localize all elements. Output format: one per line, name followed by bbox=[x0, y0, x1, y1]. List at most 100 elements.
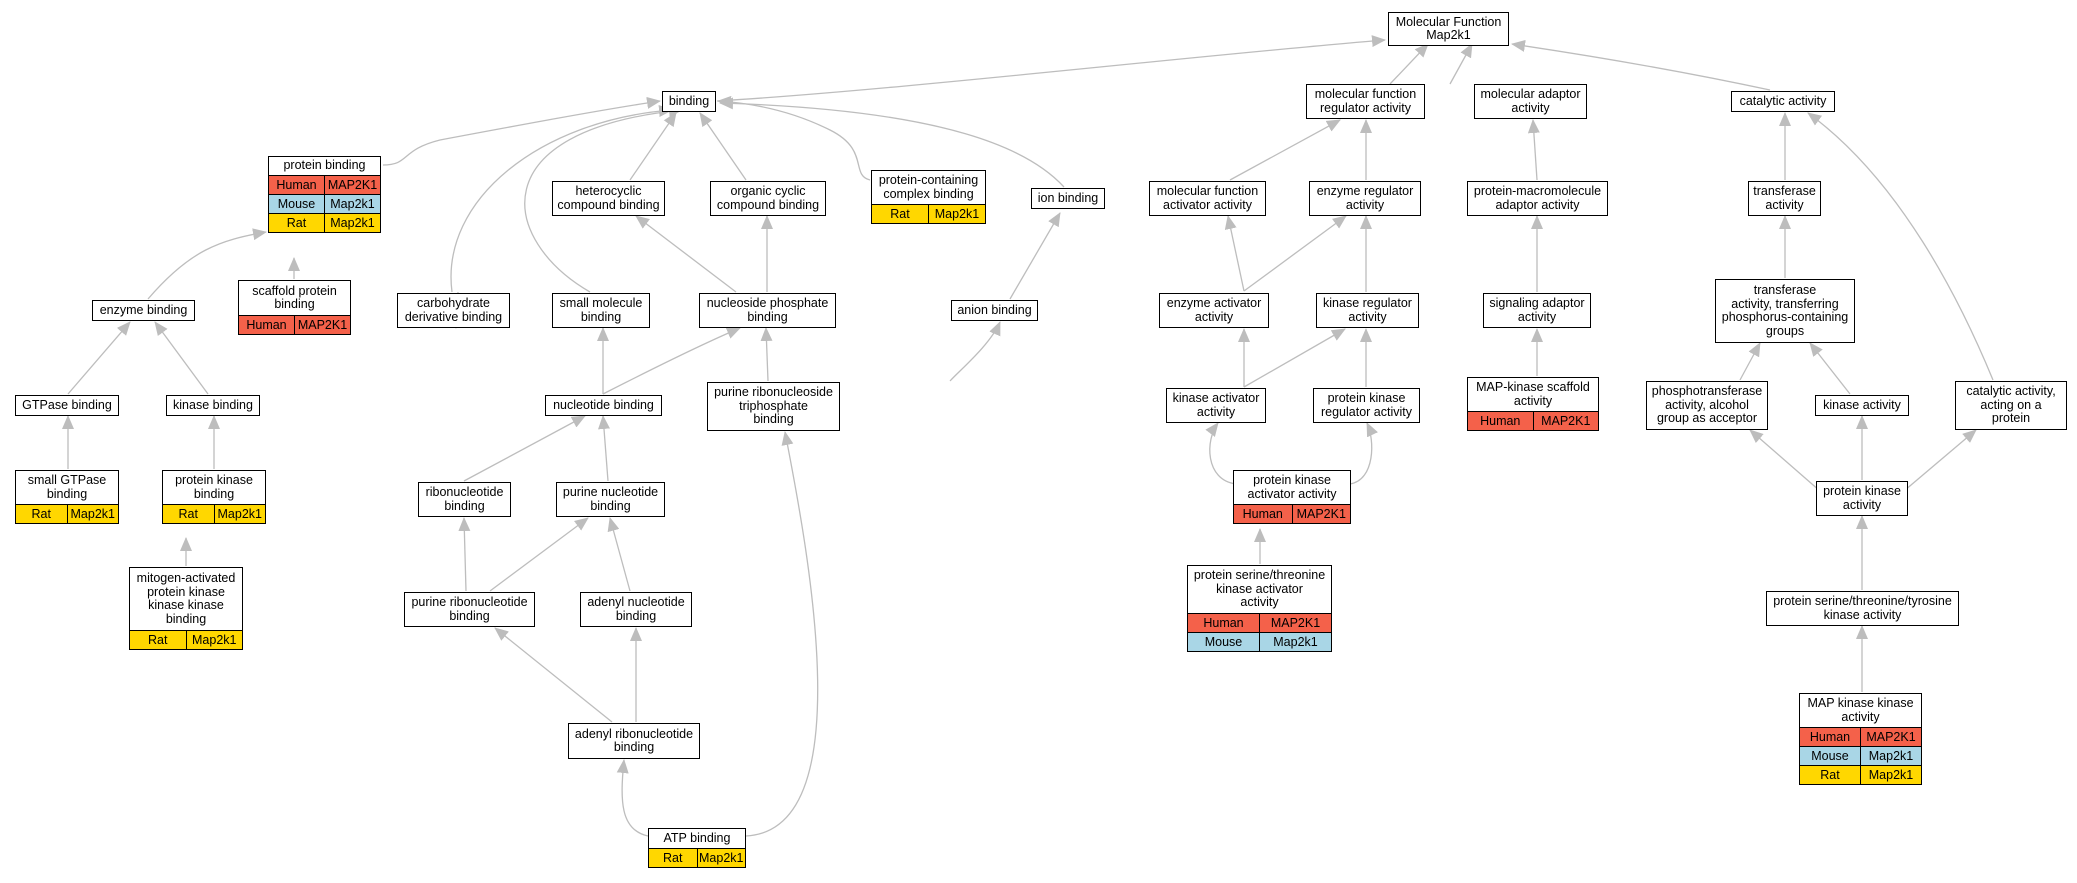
annotation-row-mouse: Mouse Map2k1 bbox=[1188, 632, 1331, 651]
edge-group bbox=[62, 35, 1994, 837]
node-title: protein kinase activity bbox=[1823, 484, 1901, 512]
node-enzyme-binding[interactable]: enzyme binding bbox=[92, 300, 195, 321]
edge-48 bbox=[1349, 422, 1378, 485]
node-transferase-activity[interactable]: transferase activity bbox=[1748, 181, 1821, 216]
node-molecular-function-activator-activity[interactable]: molecular function activator activity bbox=[1149, 181, 1266, 216]
node-transferase-phosphorus-groups[interactable]: transferase activity, transferring phosp… bbox=[1715, 279, 1855, 343]
gene-label: Map2k1 bbox=[324, 195, 380, 213]
node-organic-cyclic-compound-binding[interactable]: organic cyclic compound binding bbox=[710, 181, 826, 216]
node-enzyme-activator-activity[interactable]: enzyme activator activity bbox=[1159, 293, 1269, 328]
node-kinase-activity[interactable]: kinase activity bbox=[1815, 395, 1909, 416]
node-molecular-function-regulator-activity[interactable]: molecular function regulator activity bbox=[1306, 84, 1425, 119]
node-molecular-function-root[interactable]: Molecular Function Map2k1 bbox=[1388, 12, 1509, 46]
node-title: protein kinase binding bbox=[175, 473, 253, 501]
node-title: kinase activator activity bbox=[1172, 391, 1260, 419]
node-phosphotransferase-alcohol-acceptor[interactable]: phosphotransferase activity, alcohol gro… bbox=[1646, 381, 1768, 430]
node-gtpase-binding[interactable]: GTPase binding bbox=[15, 395, 119, 416]
node-purine-ribonucleotide-binding[interactable]: purine ribonucleotide binding bbox=[404, 592, 535, 627]
node-purine-nucleotide-binding[interactable]: purine nucleotide binding bbox=[556, 482, 665, 517]
node-catalytic-activity-acting-on-a-protein[interactable]: catalytic activity, acting on a protein bbox=[1955, 381, 2067, 430]
node-carbohydrate-derivative-binding[interactable]: carbohydrate derivative binding bbox=[397, 293, 510, 328]
species-label: Human bbox=[246, 318, 287, 332]
node-nucleotide-binding[interactable]: nucleotide binding bbox=[545, 395, 662, 416]
node-binding[interactable]: binding bbox=[662, 91, 716, 112]
node-protein-ser-thr-kinase-activator-activity[interactable]: protein serine/threonine kinase activato… bbox=[1187, 565, 1332, 652]
node-purine-ribonucleoside-triphosphate-binding[interactable]: purine ribonucleoside triphosphate bindi… bbox=[707, 382, 840, 431]
node-title: protein-containing complex binding bbox=[878, 173, 979, 201]
node-adenyl-ribonucleotide-binding[interactable]: adenyl ribonucleotide binding bbox=[568, 723, 700, 759]
node-title: protein kinase activator activity bbox=[1247, 473, 1337, 501]
node-protein-ser-thr-tyr-kinase-activity[interactable]: protein serine/threonine/tyrosine kinase… bbox=[1766, 591, 1959, 626]
node-heterocyclic-compound-binding[interactable]: heterocyclic compound binding bbox=[552, 181, 665, 216]
node-mapkkk-binding[interactable]: mitogen-activated protein kinase kinase … bbox=[129, 567, 243, 650]
node-protein-macromolecule-adaptor-activity[interactable]: protein-macromolecule adaptor activity bbox=[1467, 181, 1608, 216]
node-catalytic-activity[interactable]: catalytic activity bbox=[1731, 91, 1835, 112]
node-title: catalytic activity bbox=[1739, 93, 1827, 108]
node-kinase-regulator-activity[interactable]: kinase regulator activity bbox=[1316, 293, 1419, 328]
node-title: protein-macromolecule adaptor activity bbox=[1473, 184, 1602, 212]
node-kinase-binding[interactable]: kinase binding bbox=[166, 395, 260, 416]
edge-37 bbox=[494, 627, 613, 723]
node-kinase-activator-activity[interactable]: kinase activator activity bbox=[1166, 388, 1266, 423]
species-label: Mouse bbox=[1811, 749, 1849, 763]
node-anion-binding[interactable]: anion binding bbox=[951, 300, 1038, 321]
node-protein-kinase-regulator-activity[interactable]: protein kinase regulator activity bbox=[1313, 388, 1420, 423]
node-title: kinase activity bbox=[1823, 397, 1901, 412]
edge-32 bbox=[598, 415, 610, 482]
node-title: small molecule binding bbox=[559, 296, 643, 324]
node-small-molecule-binding[interactable]: small molecule binding bbox=[552, 293, 650, 328]
node-title: anion binding bbox=[957, 302, 1032, 317]
gene-label: Map2k1 bbox=[213, 505, 266, 523]
node-title: protein serine/threonine kinase activato… bbox=[1193, 568, 1326, 610]
edge-7 bbox=[717, 95, 871, 181]
node-protein-kinase-activity[interactable]: protein kinase activity bbox=[1816, 481, 1908, 516]
edge-42 bbox=[1243, 215, 1347, 292]
edge-28 bbox=[635, 215, 737, 293]
edge-5 bbox=[629, 112, 677, 181]
edge-31 bbox=[463, 415, 586, 482]
edge-26 bbox=[760, 327, 773, 382]
node-title: signaling adaptor activity bbox=[1489, 296, 1585, 324]
edge-40 bbox=[745, 431, 819, 837]
node-signaling-adaptor-activity[interactable]: signaling adaptor activity bbox=[1483, 293, 1591, 328]
gene-label: Map2k1 bbox=[696, 849, 746, 867]
edge-9 bbox=[450, 105, 673, 293]
node-title: phosphotransferase activity, alcohol gro… bbox=[1651, 384, 1763, 426]
gene-label: MAP2K1 bbox=[1532, 412, 1599, 430]
node-enzyme-regulator-activity[interactable]: enzyme regulator activity bbox=[1309, 181, 1421, 216]
node-title: scaffold protein binding bbox=[252, 283, 337, 311]
species-label: Human bbox=[276, 178, 317, 192]
species-label: Rat bbox=[31, 507, 51, 521]
node-molecular-adaptor-activity[interactable]: molecular adaptor activity bbox=[1474, 84, 1587, 119]
edge-2 bbox=[1449, 43, 1473, 85]
edge-39 bbox=[616, 759, 649, 837]
gene-label: Map2k1 bbox=[1259, 633, 1331, 651]
node-title: molecular function activator activity bbox=[1156, 184, 1259, 212]
gene-label: Map2k1 bbox=[66, 505, 119, 523]
species-label: Mouse bbox=[1204, 635, 1243, 649]
edge-41 bbox=[1224, 215, 1245, 292]
node-adenyl-nucleotide-binding[interactable]: adenyl nucleotide binding bbox=[580, 592, 692, 627]
node-nucleoside-phosphate-binding[interactable]: nucleoside phosphate binding bbox=[699, 293, 836, 328]
edge-20 bbox=[154, 321, 209, 395]
edge-16 bbox=[1807, 112, 1994, 381]
edge-33 bbox=[458, 517, 471, 592]
node-ribonucleotide-binding[interactable]: ribonucleotide binding bbox=[418, 482, 511, 517]
node-ion-binding[interactable]: ion binding bbox=[1031, 188, 1105, 209]
edge-8 bbox=[719, 97, 1065, 188]
